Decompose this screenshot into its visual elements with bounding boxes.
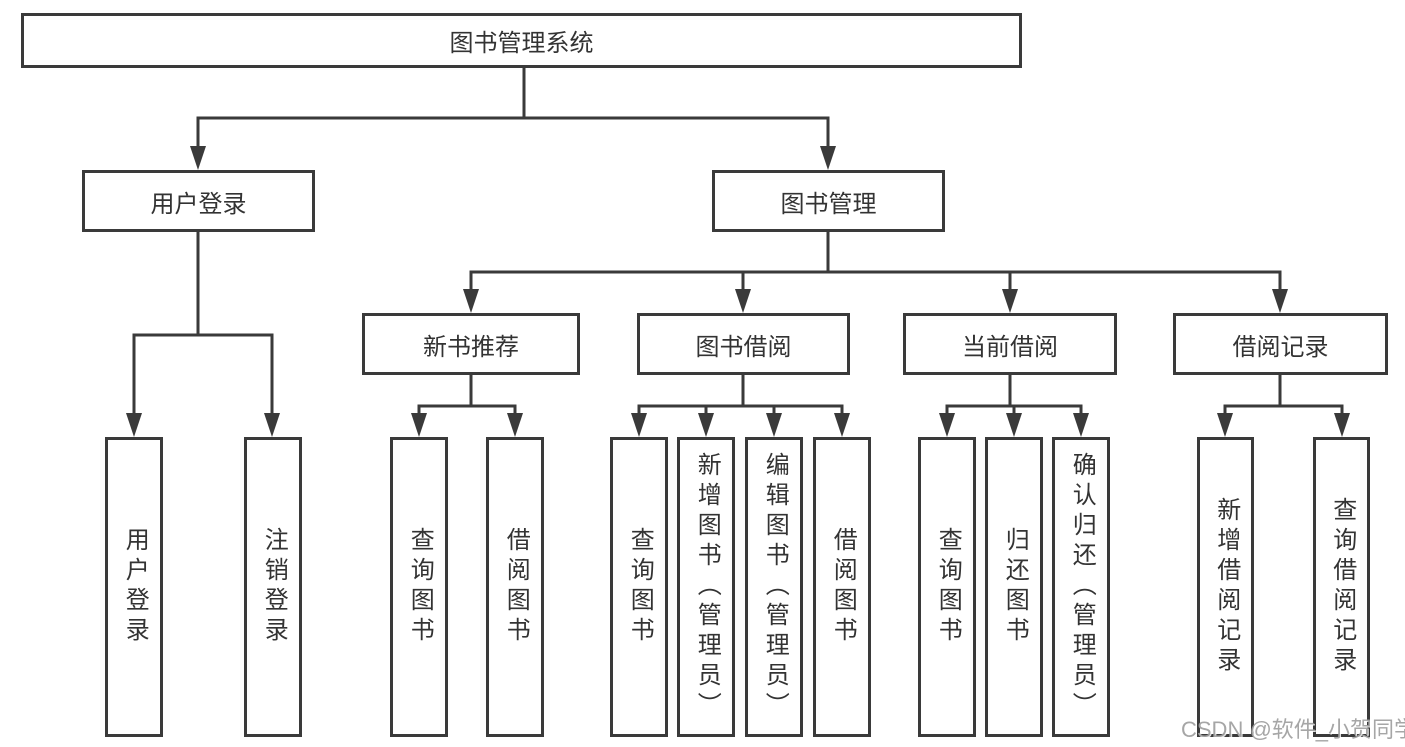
leaf-edit-book-admin: 编辑图书（管理员） bbox=[745, 437, 803, 737]
connector-current-borrowing-to-leaves bbox=[939, 375, 1089, 437]
node-label: 编辑图书（管理员） bbox=[761, 452, 789, 722]
node-label: 查询图书 bbox=[406, 527, 434, 647]
connector-user-login-to-leaves bbox=[126, 232, 280, 437]
leaf-query-books-current: 查询图书 bbox=[918, 437, 976, 737]
node-new-book-recommend: 新书推荐 bbox=[362, 313, 580, 375]
connector-book-management-to-level3 bbox=[463, 232, 1288, 313]
node-book-management: 图书管理 bbox=[712, 170, 945, 232]
leaf-add-book-admin: 新增图书（管理员） bbox=[677, 437, 735, 737]
leaf-borrow-books-recommend: 借阅图书 bbox=[486, 437, 544, 737]
node-library-management-system: 图书管理系统 bbox=[21, 13, 1022, 68]
node-label: 借阅记录 bbox=[1232, 333, 1329, 361]
node-label: 用户登录 bbox=[121, 527, 149, 647]
leaf-logout: 注销登录 bbox=[244, 437, 302, 737]
node-label: 新增图书（管理员） bbox=[693, 452, 721, 722]
node-book-borrowing: 图书借阅 bbox=[637, 313, 850, 375]
connector-root-to-level2 bbox=[190, 68, 836, 170]
node-borrowing-records: 借阅记录 bbox=[1173, 313, 1388, 375]
node-label: 当前借阅 bbox=[962, 333, 1058, 361]
leaf-query-books-borrowing: 查询图书 bbox=[610, 437, 668, 737]
node-label: 注销登录 bbox=[260, 527, 288, 647]
leaf-user-login: 用户登录 bbox=[105, 437, 163, 737]
connector-borrowing-records-to-leaves bbox=[1217, 375, 1350, 437]
node-label: 新书推荐 bbox=[423, 333, 519, 361]
node-current-borrowing: 当前借阅 bbox=[903, 313, 1117, 375]
node-label: 图书管理系统 bbox=[449, 30, 594, 57]
leaf-return-book: 归还图书 bbox=[985, 437, 1043, 737]
leaf-query-borrow-record: 查询借阅记录 bbox=[1313, 437, 1370, 737]
node-label: 新增借阅记录 bbox=[1212, 497, 1240, 677]
csdn-watermark: CSDN @软件_小贺同学 bbox=[1181, 717, 1405, 742]
connector-book-borrowing-to-leaves bbox=[631, 375, 850, 437]
node-label: 图书借阅 bbox=[695, 333, 792, 361]
node-label: 查询借阅记录 bbox=[1328, 497, 1356, 677]
leaf-query-books-recommend: 查询图书 bbox=[390, 437, 448, 737]
node-label: 归还图书 bbox=[1001, 527, 1029, 647]
leaf-confirm-return-admin: 确认归还（管理员） bbox=[1052, 437, 1110, 737]
node-user-login: 用户登录 bbox=[82, 170, 315, 232]
leaf-borrow-books-borrowing: 借阅图书 bbox=[813, 437, 871, 737]
node-label: 图书管理 bbox=[780, 190, 877, 218]
node-label: 确认归还（管理员） bbox=[1068, 452, 1096, 722]
leaf-add-borrow-record: 新增借阅记录 bbox=[1197, 437, 1254, 737]
node-label: 用户登录 bbox=[150, 190, 247, 218]
node-label: 借阅图书 bbox=[502, 527, 530, 647]
node-label: 查询图书 bbox=[934, 527, 962, 647]
connector-new-book-to-leaves bbox=[411, 375, 523, 437]
node-label: 查询图书 bbox=[626, 527, 654, 647]
node-label: 借阅图书 bbox=[829, 527, 857, 647]
